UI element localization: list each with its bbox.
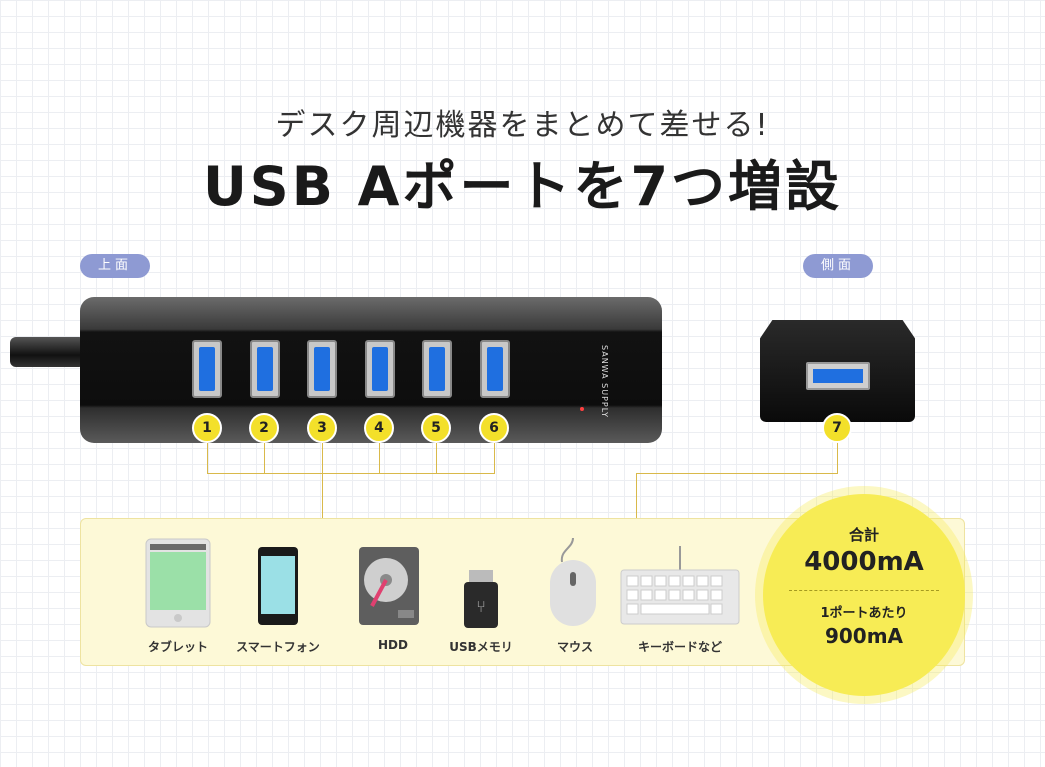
port-badge-6: 6 xyxy=(479,413,509,443)
port-badge-4: 4 xyxy=(364,413,394,443)
device-label-tablet: タブレット xyxy=(147,640,208,654)
port-badge-3: 3 xyxy=(307,413,337,443)
device-label-usb-memory: USBメモリ xyxy=(449,640,513,654)
keyboard-icon xyxy=(620,546,740,625)
per-port-value: 900mA xyxy=(824,624,904,648)
divider xyxy=(789,590,939,591)
mouse-icon xyxy=(550,538,596,626)
connector-line xyxy=(207,441,208,473)
connector-line xyxy=(837,441,838,473)
connector-line xyxy=(494,441,495,473)
connector-line xyxy=(264,441,265,473)
subtitle: デスク周辺機器をまとめて差せる! xyxy=(275,108,770,143)
tablet-icon xyxy=(145,538,211,628)
usb-port-7 xyxy=(806,362,870,390)
total-label: 合計 xyxy=(848,526,879,544)
smartphone-icon xyxy=(258,547,298,625)
page-title: USB Aポートを7つ増設 xyxy=(202,155,843,218)
per-port-label: 1ポートあたり xyxy=(820,606,908,621)
usb-port-6 xyxy=(480,340,510,398)
device-label-smartphone: スマートフォン xyxy=(236,640,320,654)
port-badge-5: 5 xyxy=(421,413,451,443)
device-label-hdd: HDD xyxy=(378,638,408,652)
connector-line xyxy=(379,441,380,473)
side-view-label: 側面 xyxy=(803,254,873,278)
svg-text:⑂: ⑂ xyxy=(476,597,486,616)
device-label-keyboard: キーボードなど xyxy=(637,640,722,654)
brand-logo: SANWA SUPPLY xyxy=(600,345,609,419)
usb-cable xyxy=(10,337,85,367)
power-led xyxy=(580,407,584,411)
usb-port-5 xyxy=(422,340,452,398)
hdd-icon xyxy=(359,547,419,625)
port-badge-1: 1 xyxy=(192,413,222,443)
connector-line xyxy=(636,473,637,518)
port-badge-7: 7 xyxy=(822,413,852,443)
usb-port-1 xyxy=(192,340,222,398)
power-output-circle: 合計 4000mA 1ポートあたり 900mA xyxy=(763,494,965,696)
usb-memory-icon: ⑂ xyxy=(464,570,498,628)
connector-line xyxy=(636,473,838,474)
connector-line xyxy=(207,473,495,474)
device-label-mouse: マウス xyxy=(556,640,593,654)
port-badge-2: 2 xyxy=(249,413,279,443)
top-view-label: 上面 xyxy=(80,254,150,278)
usb-port-3 xyxy=(307,340,337,398)
connector-line xyxy=(322,441,323,518)
connector-line xyxy=(436,441,437,473)
usb-port-4 xyxy=(365,340,395,398)
usb-port-2 xyxy=(250,340,280,398)
total-value: 4000mA xyxy=(804,547,924,577)
